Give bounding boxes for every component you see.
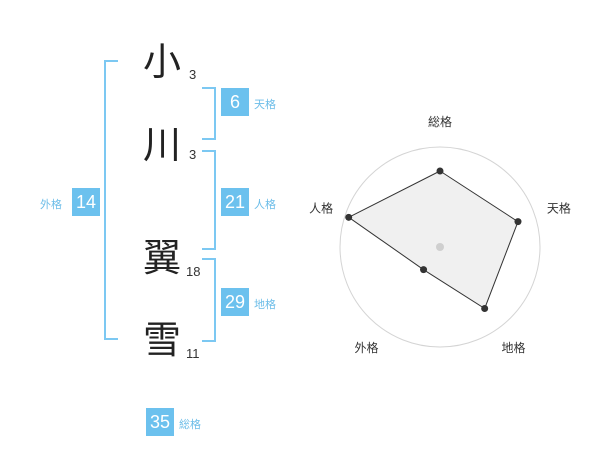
tenkaku-bracket [202, 87, 216, 140]
radar-axis-label: 地格 [501, 340, 525, 355]
surname-char-2-strokes: 3 [189, 147, 197, 162]
surname-char-2: 川 [142, 123, 181, 167]
radar-point [420, 266, 428, 274]
radar-point [436, 167, 444, 175]
given-char-2-strokes: 11 [186, 346, 200, 361]
chikaku-badge: 29 [221, 288, 249, 316]
gaikaku-label: 外格 [40, 198, 62, 211]
radar-point [345, 213, 353, 221]
radar-axis-label: 外格 [355, 340, 379, 355]
gaikaku-bracket [104, 60, 118, 340]
radar-point [514, 218, 522, 226]
radar-center [436, 243, 444, 251]
radar-point [481, 304, 489, 312]
jinkaku-label: 人格 [254, 198, 276, 211]
radar-axis-label: 天格 [547, 200, 571, 215]
soukaku-label: 総格 [179, 418, 201, 431]
given-char-1-strokes: 18 [186, 264, 201, 279]
radar-axis-label: 総格 [428, 114, 452, 129]
tenkaku-badge: 6 [221, 88, 249, 116]
jinkaku-bracket [202, 150, 216, 250]
gaikaku-badge: 14 [72, 188, 100, 216]
soukaku-badge: 35 [146, 408, 174, 436]
radar-series [347, 170, 519, 310]
given-char-2: 雪 [142, 318, 181, 362]
chikaku-bracket [202, 258, 216, 342]
given-char-1: 翼 [142, 236, 181, 280]
surname-char-1-strokes: 3 [189, 67, 197, 82]
radar-axis-label: 人格 [309, 200, 333, 215]
surname-char-1: 小 [142, 40, 181, 84]
tenkaku-label: 天格 [254, 98, 276, 111]
jinkaku-badge: 21 [221, 188, 249, 216]
chikaku-label: 地格 [254, 298, 276, 311]
